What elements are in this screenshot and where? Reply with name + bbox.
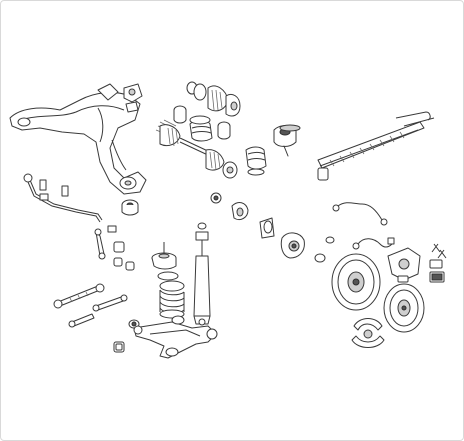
brake-pads[interactable] bbox=[430, 244, 446, 282]
wear-sensor[interactable] bbox=[353, 238, 394, 249]
brake-disc[interactable] bbox=[332, 254, 424, 332]
tie-rod[interactable] bbox=[54, 284, 127, 327]
subframe-bushing[interactable] bbox=[122, 200, 138, 215]
subframe[interactable] bbox=[10, 84, 146, 194]
engine-mount[interactable] bbox=[124, 84, 142, 112]
bump-stop[interactable] bbox=[174, 106, 230, 139]
brake-shoes[interactable] bbox=[352, 319, 384, 348]
cv-boot[interactable] bbox=[190, 116, 212, 141]
steering-rack-boot[interactable] bbox=[246, 147, 266, 175]
stabilizer-bar[interactable] bbox=[24, 174, 102, 222]
brake-cable[interactable] bbox=[318, 112, 434, 180]
small-bushings[interactable] bbox=[114, 320, 139, 352]
drive-shaft[interactable] bbox=[156, 120, 237, 178]
strut-mount[interactable] bbox=[152, 242, 178, 280]
hub-nut[interactable] bbox=[326, 237, 334, 243]
stabilizer-link[interactable] bbox=[95, 226, 134, 270]
shock-absorber[interactable] bbox=[194, 223, 210, 325]
coil-spring[interactable] bbox=[160, 281, 184, 318]
brake-caliper[interactable] bbox=[388, 248, 420, 282]
cv-joint-kit[interactable] bbox=[187, 82, 240, 116]
control-arm-bushing[interactable] bbox=[274, 125, 300, 156]
control-arm[interactable] bbox=[134, 316, 217, 358]
wheel-hub[interactable] bbox=[211, 193, 325, 262]
brake-hose[interactable] bbox=[333, 203, 387, 225]
